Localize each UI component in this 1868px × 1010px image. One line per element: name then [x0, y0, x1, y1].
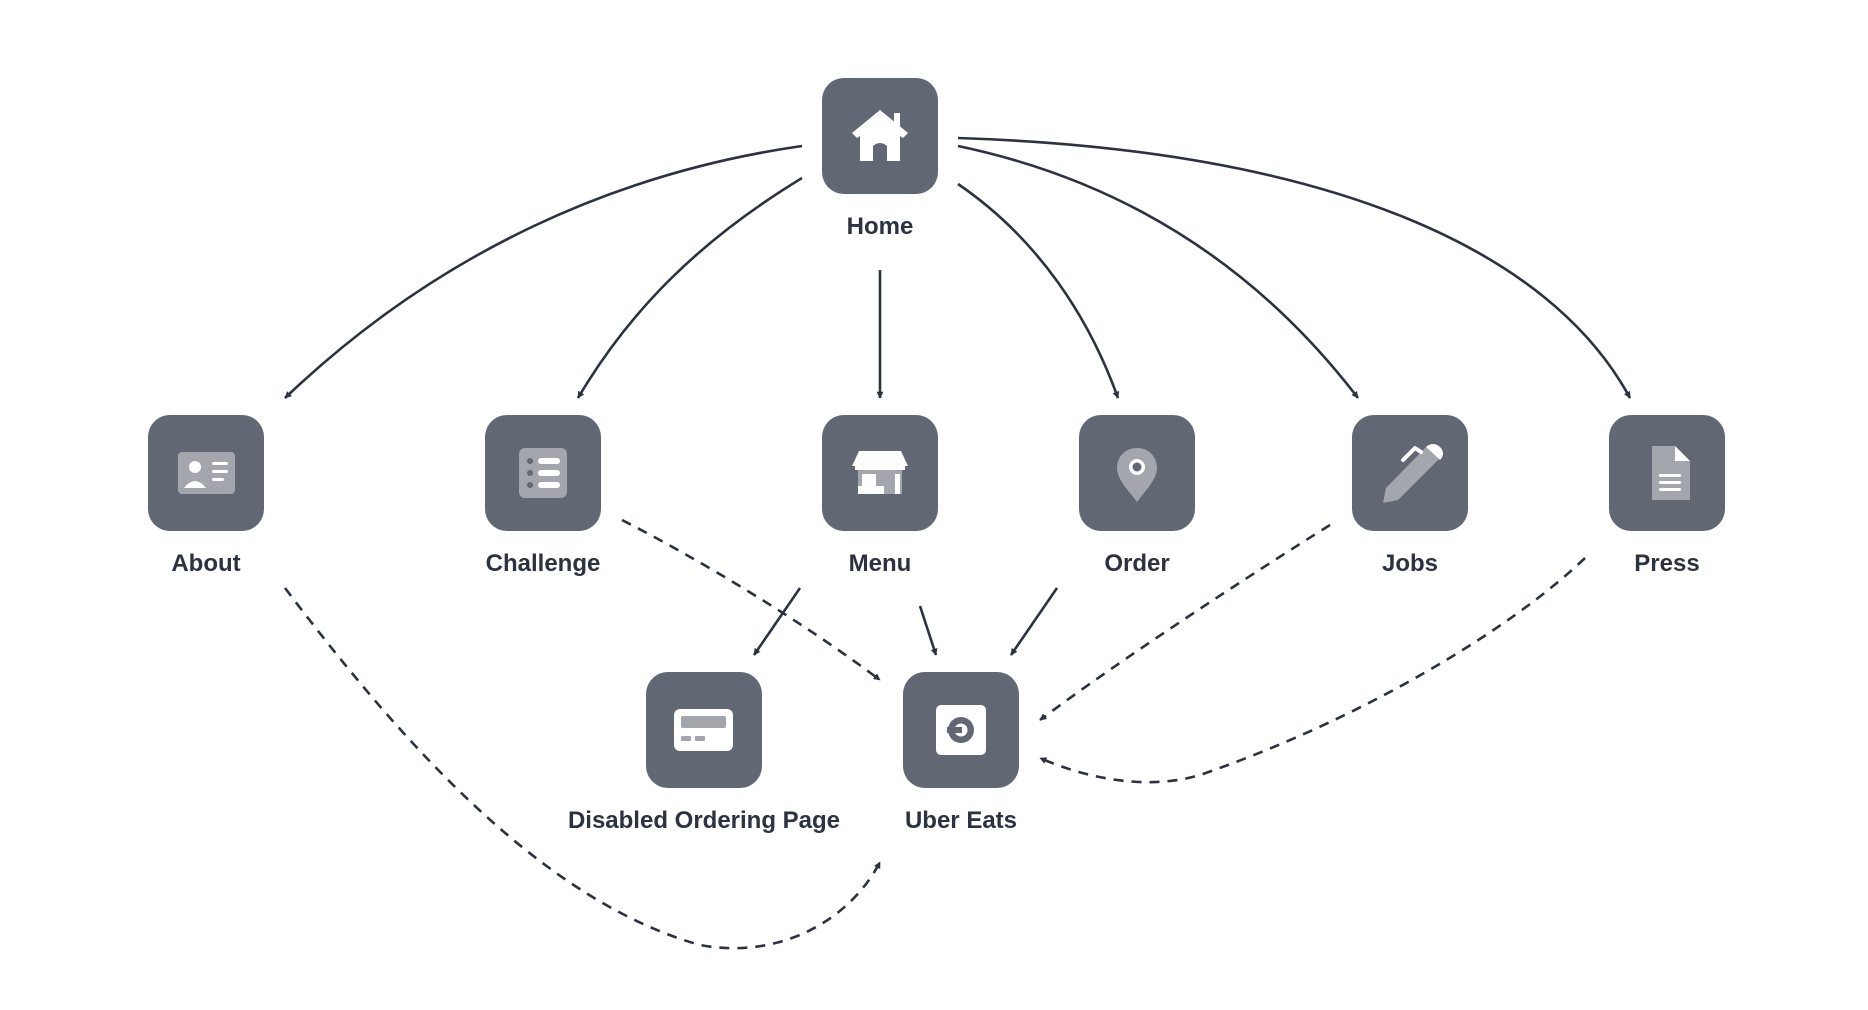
edge-menu-ubereats — [918, 605, 938, 656]
list-icon — [519, 448, 567, 498]
node-label-menu: Menu — [849, 550, 912, 577]
node-disabled-ordering-page[interactable]: Disabled Ordering Page — [568, 672, 840, 834]
node-label-about: About — [171, 550, 240, 577]
edge-order-ubereats — [1009, 587, 1059, 656]
map-pin-icon — [1117, 448, 1157, 502]
node-label-uber-eats: Uber Eats — [905, 807, 1017, 834]
edge-menu-disabled — [752, 587, 802, 656]
edge-home-press — [957, 136, 1632, 399]
id-card-icon — [178, 452, 235, 494]
edge-home-jobs — [957, 144, 1360, 399]
node-jobs[interactable]: Jobs — [1352, 415, 1468, 577]
node-label-press: Press — [1634, 550, 1699, 577]
node-uber-eats[interactable]: Uber Eats — [903, 672, 1019, 834]
node-label-jobs: Jobs — [1382, 550, 1438, 577]
edge-home-order — [957, 182, 1120, 399]
node-label-disabled-ordering-page: Disabled Ordering Page — [568, 807, 840, 834]
edge-challenge-ubereats — [621, 518, 881, 682]
edge-jobs-ubereats — [1039, 523, 1331, 722]
node-label-home: Home — [847, 213, 914, 240]
node-menu[interactable]: Menu — [822, 415, 938, 577]
node-home[interactable]: Home — [822, 78, 938, 240]
edge-home-about — [284, 144, 803, 399]
uber-eats-icon — [936, 705, 986, 755]
node-order[interactable]: Order — [1079, 415, 1195, 577]
storefront-icon — [852, 451, 908, 494]
node-press[interactable]: Press — [1609, 415, 1725, 577]
card-icon — [674, 709, 733, 751]
home-icon — [852, 110, 908, 161]
node-challenge[interactable]: Challenge — [485, 415, 601, 577]
node-label-order: Order — [1104, 550, 1169, 577]
edge-about-ubereats — [283, 587, 882, 950]
edge-home-challenge — [576, 176, 803, 399]
node-label-challenge: Challenge — [486, 550, 601, 577]
document-icon — [1652, 446, 1690, 500]
pen-icon — [1383, 444, 1443, 503]
edge-press-ubereats — [1039, 557, 1586, 784]
edges — [283, 136, 1632, 950]
node-about[interactable]: About — [148, 415, 264, 577]
